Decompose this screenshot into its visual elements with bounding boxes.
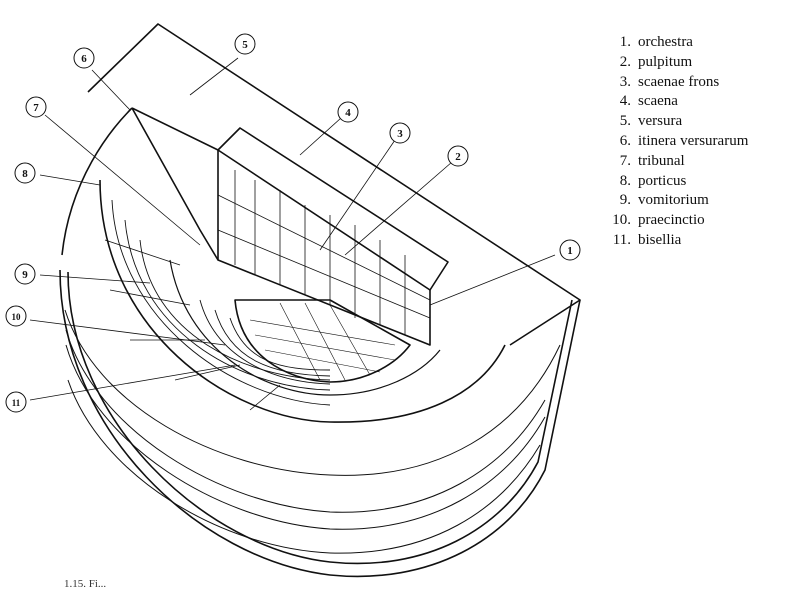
legend-number: 8. (619, 172, 631, 189)
scaenae-frons-columns (234, 170, 406, 335)
callout-markers (5, 33, 581, 413)
legend-item: 2. pulpitum (607, 53, 797, 73)
scaenae-frons (217, 150, 431, 346)
callout-3 (389, 122, 411, 144)
callout-lines (29, 57, 556, 401)
seating-rows (111, 199, 331, 406)
scaenae-frons-tiers (217, 194, 431, 319)
arcade-lower-row (67, 379, 541, 554)
legend-number: 9. (619, 192, 631, 209)
callout-label-8: 8 (22, 168, 28, 180)
stair-radials (104, 239, 281, 411)
legend-item: 8. porticus (607, 172, 797, 192)
legend-number: 1. (619, 34, 631, 50)
callout-11 (5, 391, 27, 413)
callout-2 (447, 145, 469, 167)
legend-item: 4. scaena (607, 92, 797, 112)
orchestra (234, 299, 411, 383)
outer-wall (59, 269, 581, 578)
legend: 1. orchestra 2. pulpitum 3. scaenae frons 4… (607, 33, 797, 251)
callout-label-2: 2 (455, 151, 461, 163)
callout-label-10: 10 (12, 312, 22, 322)
legend-label: itinera versurarum (638, 132, 749, 149)
legend-number: 4. (619, 93, 631, 110)
legend-item: 3. scaenae frons (607, 73, 797, 93)
legend-label: pulpitum (638, 53, 693, 70)
orchestra-grid (249, 302, 396, 381)
rear-platform (87, 23, 581, 346)
callout-5 (234, 33, 256, 55)
callout-label-5: 5 (242, 39, 248, 51)
scaena-roof (217, 127, 449, 291)
callout-label-1: 1 (567, 245, 573, 257)
legend-label: scaenae frons (638, 73, 720, 90)
legend-label: porticus (638, 172, 687, 189)
outer-wall-inner (67, 271, 573, 565)
legend-label: versura (638, 113, 683, 130)
legend-item: 1. orchestra (607, 33, 797, 53)
versura-wall (131, 107, 219, 261)
praecinctio-ring (169, 259, 441, 396)
legend-number: 11. (612, 231, 631, 248)
legend-item: 10. praecinctio (607, 211, 797, 231)
legend-number: 7. (619, 152, 631, 169)
callout-4 (337, 101, 359, 123)
callout-label-6: 6 (81, 53, 87, 65)
legend-item: 5. versura (607, 112, 797, 132)
legend-label: praecinctio (638, 212, 705, 229)
legend-item: 6. itinera versurarum (607, 132, 797, 152)
cavea-top-edge (61, 107, 133, 256)
callout-6 (73, 47, 95, 69)
legend-label: orchestra (638, 34, 693, 50)
callout-label-9: 9 (22, 269, 28, 281)
callout-9 (14, 263, 36, 285)
legend-number: 2. (619, 53, 631, 70)
callout-label-7: 7 (33, 102, 39, 114)
callout-10 (5, 305, 27, 327)
legend-number: 3. (619, 73, 631, 90)
callout-1 (559, 239, 581, 261)
cavea-inner-edge (99, 179, 506, 423)
legend-number: 10. (612, 212, 631, 229)
callout-label-3: 3 (397, 128, 403, 140)
callout-7 (25, 96, 47, 118)
callout-labels: 1 2 3 4 5 6 7 8 9 10 11 (12, 39, 573, 408)
arcade-upper-row (65, 329, 546, 530)
legend-item: 9. vomitorium (607, 191, 797, 211)
legend-item: 7. tribunal (607, 152, 797, 172)
legend-label: tribunal (638, 152, 685, 169)
callout-label-4: 4 (345, 107, 351, 119)
legend-label: vomitorium (638, 192, 709, 209)
legend-label: bisellia (638, 231, 682, 248)
legend-number: 6. (619, 132, 631, 149)
legend-label: scaena (638, 93, 678, 110)
legend-item: 11. bisellia (607, 231, 797, 251)
legend-number: 5. (619, 113, 631, 130)
callout-8 (14, 162, 36, 184)
attic-band (64, 309, 561, 476)
callout-label-11: 11 (12, 398, 21, 408)
figure-caption: 1.15. Fi... (64, 578, 107, 590)
